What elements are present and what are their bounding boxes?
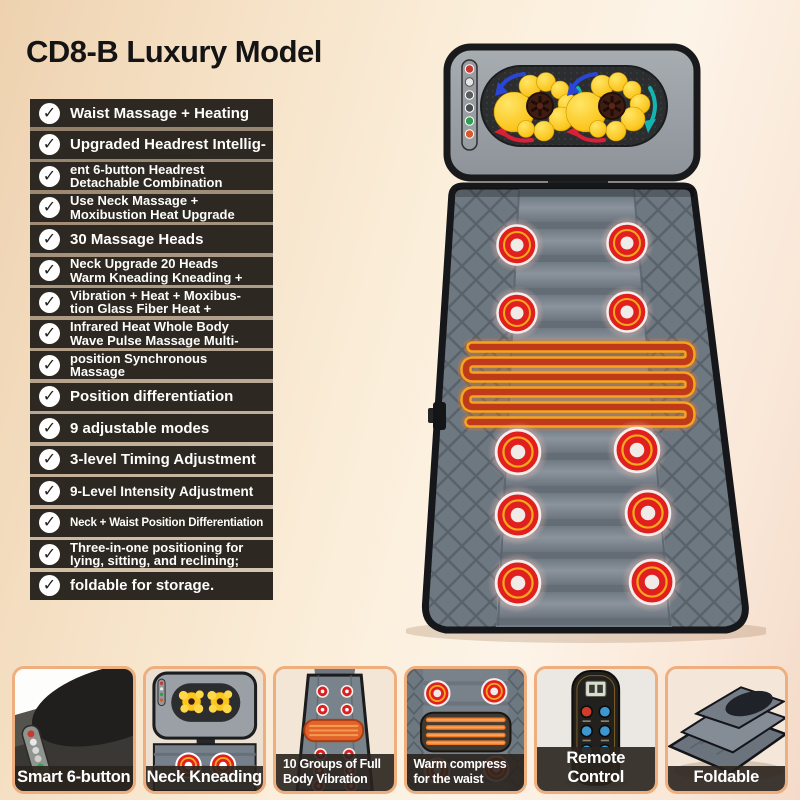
feature-text: Waist Massage + Heating — [70, 104, 250, 122]
product-image — [403, 28, 773, 643]
thumb-neck-kneading: Neck Kneading — [142, 666, 266, 794]
feature-item: ✓ Waist Massage + Heating — [30, 99, 273, 127]
feature-text: Three-in-one positioning for — [70, 539, 244, 555]
feature-text: Neck Upgrade 20 Heads — [70, 256, 219, 271]
feature-item: ✓ Upgraded Headrest Intellig- — [30, 130, 273, 159]
feature-text: Position differentiation — [70, 388, 234, 405]
feature-text: lying, sitting, and reclining; — [70, 553, 240, 568]
feature-text: position Synchronous — [70, 350, 208, 366]
feature-text: 3-level Timing Adjustment — [70, 451, 256, 468]
feature-text: foldable for storage. — [70, 577, 215, 594]
thumb-label: Remote Control — [537, 747, 655, 791]
check-icon: ✓ — [39, 165, 60, 187]
feature-text: Moxibustion Heat Upgrade — [70, 206, 235, 222]
feature-item: ✓ 9 adjustable modes — [30, 414, 273, 442]
check-icon: ✓ — [39, 575, 60, 596]
headrest — [443, 43, 701, 182]
feature-text: 30 Massage Heads — [70, 230, 204, 248]
feature-text: Vibration + Heat + Moxibus- — [70, 287, 241, 303]
feature-item: ✓ Vibration + Heat + Moxibus-tion Glass F… — [30, 288, 273, 316]
thumb-label: Smart 6-button — [15, 766, 133, 791]
feature-text: Upgraded Headrest Intellig- — [70, 136, 266, 153]
check-icon: ✓ — [39, 543, 60, 565]
thumb-remote-control: Remote Control — [534, 666, 658, 794]
feature-item: ✓ Neck + Waist Position Differentiation — [30, 508, 273, 537]
feature-item: ✓ 9-Level Intensity Adjustment — [30, 477, 273, 505]
thumb-warm-compress: Warm compress for the waist — [403, 666, 527, 794]
check-icon: ✓ — [39, 134, 60, 155]
thumb-label: Warm compress for the waist — [406, 754, 524, 791]
feature-text: Detachable Combination — [70, 175, 223, 190]
thumb-full-body-vibration: 10 Groups of Full Body Vibration — [273, 666, 397, 794]
check-icon: ✓ — [39, 386, 60, 407]
feature-text: Warm Kneading Kneading + — [70, 269, 243, 285]
feature-item: ✓ Use Neck Massage +Moxibustion Heat Upgr… — [30, 193, 273, 222]
feature-text: Wave Pulse Massage Multi- — [70, 332, 239, 348]
headrest-button-panel — [461, 59, 478, 151]
thumb-foldable: Foldable — [664, 666, 788, 794]
check-icon: ✓ — [39, 228, 60, 250]
check-icon: ✓ — [39, 480, 60, 502]
check-icon: ✓ — [39, 449, 60, 470]
feature-text: 9 adjustable modes — [70, 419, 210, 437]
check-icon: ✓ — [39, 512, 60, 533]
thumb-label: Foldable — [667, 766, 785, 791]
feature-text: Infrared Heat Whole Body — [70, 319, 229, 334]
feature-item: ✓ foldable for storage. — [30, 571, 273, 600]
check-icon: ✓ — [39, 417, 60, 439]
thumb-label: 10 Groups of Full Body Vibration — [276, 754, 394, 791]
folded-headrest-pad — [724, 690, 773, 717]
feature-text: 9-Level Intensity Adjustment — [70, 483, 254, 499]
feature-text: Use Neck Massage + — [70, 193, 199, 208]
feature-text: tion Glass Fiber Heat + — [70, 301, 212, 316]
feature-text: Massage — [70, 364, 125, 379]
feature-item: ✓ Position differentiation — [30, 382, 273, 411]
check-icon: ✓ — [39, 291, 60, 313]
page-title: CD8-B Luxury Model — [26, 34, 322, 69]
power-connector — [428, 402, 446, 430]
check-icon: ✓ — [39, 102, 60, 124]
feature-list: ✓ Waist Massage + Heating ✓ Upgraded Headr… — [30, 99, 273, 600]
check-icon: ✓ — [39, 197, 60, 218]
feature-text: ent 6-button Headrest — [70, 161, 205, 177]
check-icon: ✓ — [39, 260, 60, 281]
thumbnail-row: Smart 6-button — [12, 666, 788, 794]
thumb-label: Neck Kneading — [145, 766, 263, 791]
feature-text: Neck + Waist Position Differentiation — [70, 516, 264, 529]
thumb-smart-6-button: Smart 6-button — [12, 666, 136, 794]
check-icon: ✓ — [39, 354, 60, 376]
remote-screen — [585, 680, 607, 697]
feature-item: ✓ 30 Massage Heads — [30, 225, 273, 253]
massage-mat-illustration — [403, 43, 773, 643]
feature-item: ✓ 3-level Timing Adjustment — [30, 445, 273, 474]
check-icon: ✓ — [39, 323, 60, 344]
heating-coil — [457, 338, 699, 431]
